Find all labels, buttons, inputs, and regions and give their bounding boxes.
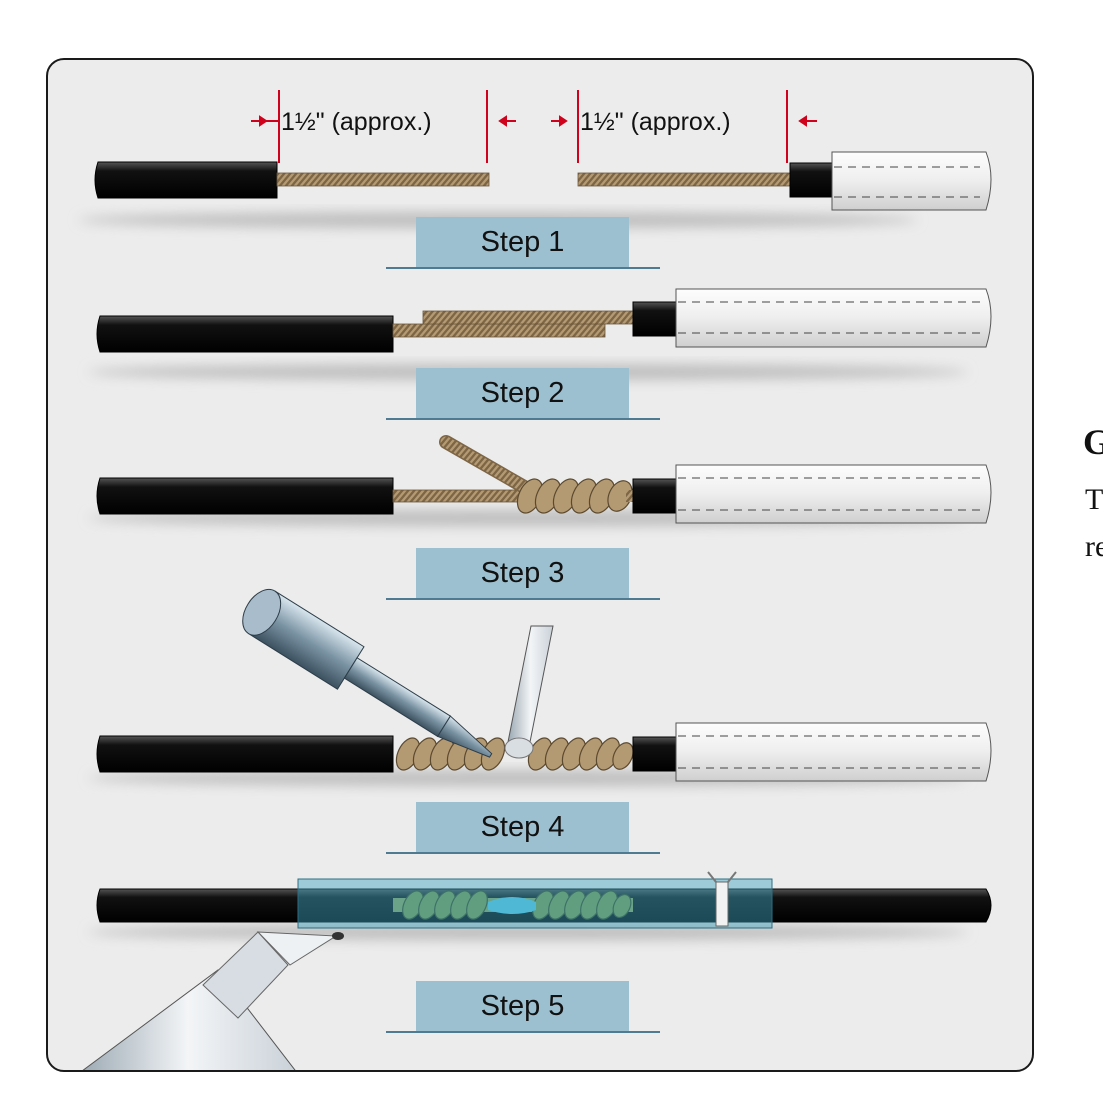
- caption-text: T re: [1085, 483, 1103, 563]
- step1-cables: [78, 151, 992, 228]
- step-label-4: Step 4: [416, 802, 629, 852]
- sealant-tube: [82, 931, 344, 1070]
- dimension-label-left: 1½" (approx.): [281, 108, 432, 136]
- step-underline-5: [386, 1031, 660, 1033]
- step3-cables: [88, 435, 992, 526]
- step4-cables: [88, 588, 992, 786]
- step5-cables: [82, 871, 992, 1070]
- splice-diagram: 1½" (approx.) 1½" (approx.) Step 1 Step …: [46, 58, 1034, 1072]
- step-underline-3: [386, 598, 660, 600]
- step-underline-2: [386, 418, 660, 420]
- step-label-3: Step 3: [416, 548, 629, 598]
- caption-title: G: [1083, 422, 1103, 462]
- step2-cables: [88, 288, 992, 380]
- step-label-5: Step 5: [416, 981, 629, 1031]
- soldering-iron: [242, 588, 493, 758]
- step-underline-1: [386, 267, 660, 269]
- step-label-1: Step 1: [416, 217, 629, 267]
- twisted-coil: [516, 478, 633, 514]
- step-label-2: Step 2: [416, 368, 629, 418]
- splice-illustration: [78, 90, 992, 1070]
- dimension-markers: [251, 90, 817, 163]
- dimension-label-right: 1½" (approx.): [580, 108, 731, 136]
- step-underline-4: [386, 852, 660, 854]
